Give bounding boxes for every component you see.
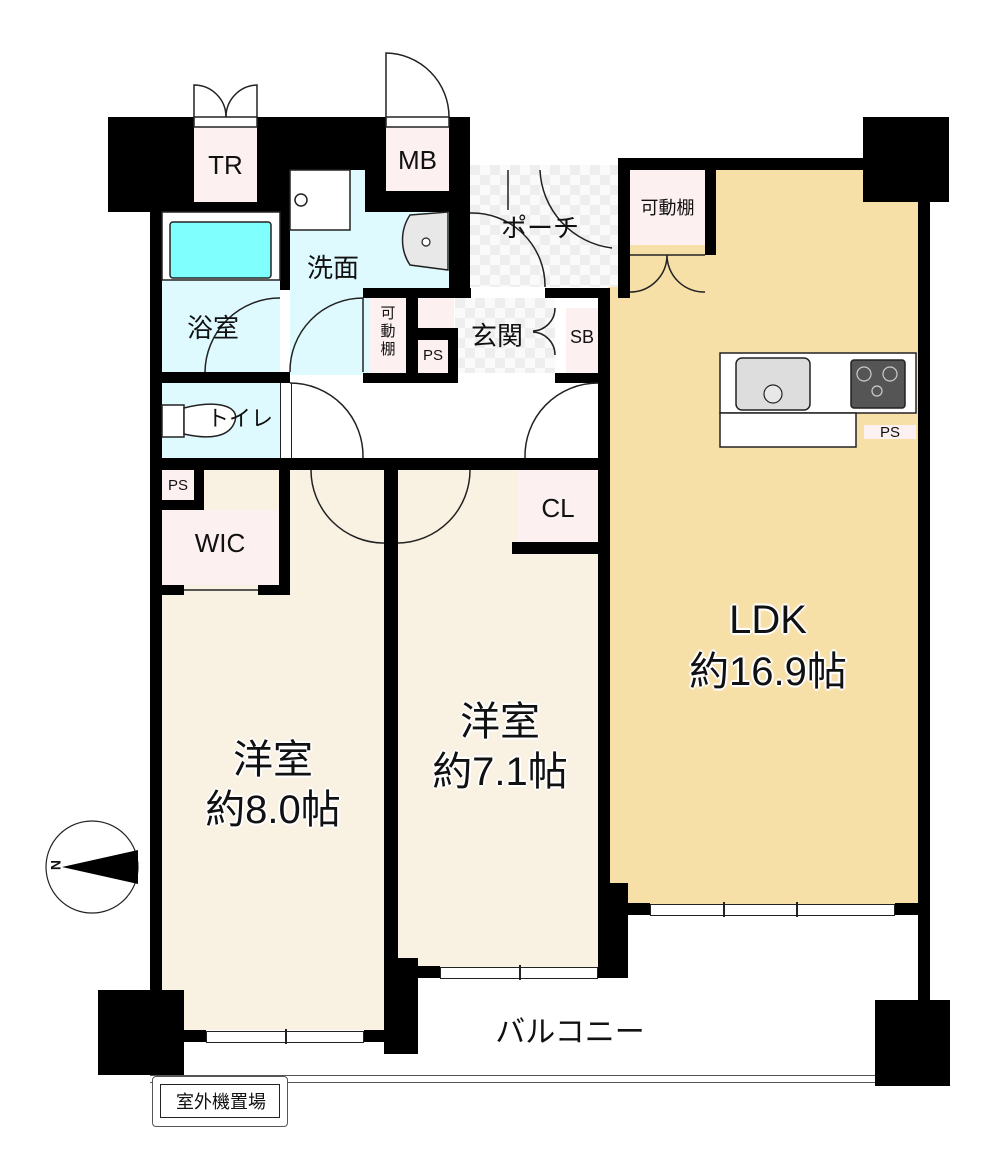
wall-porch-bottom-right [545,288,610,298]
column-bottom-mid [384,958,418,1054]
label-ldk-size: 約16.9帖 [689,650,847,694]
storage-cl [518,470,598,542]
wall-shelf-top-right [705,170,716,255]
storage-ps-entrance [418,340,448,373]
label-washroom: 洗面 [306,253,359,283]
label-toilet: トイレ [206,406,273,431]
wall-shelf-right [406,298,418,383]
outdoor-unit-label: 室外機置場 [176,1092,266,1112]
storage-ps-entrance-upper [418,298,454,328]
label-ps-wic: PS [167,477,188,494]
label-western1-name: 洋室 [233,738,313,782]
label-balcony: バルコニー [495,1016,645,1049]
wall-row-under-entrance [363,373,458,383]
wall-cl-bottom [512,542,600,554]
wall-ps-right [448,328,458,383]
label-entrance: 玄関 [470,321,523,351]
balcony-railing [150,1075,880,1083]
label-western1-size: 約8.0帖 [205,788,341,832]
wall-porch-right [598,290,610,383]
storage-sb [566,308,598,373]
label-sb: SB [569,327,594,347]
column-ldk-bottom-left [598,883,628,978]
label-tr: TR [208,150,243,180]
storage-mb [386,127,449,191]
label-ps-kitchen: PS [879,424,900,441]
wall-top-left [108,117,194,212]
label-ps-entrance: PS [422,347,443,364]
wall-hall-right [598,383,610,883]
label-western2-size: 約7.1帖 [432,750,568,794]
room-entrance [455,298,555,373]
label-shelf-vertical-1: 可 [380,305,396,322]
storage-ps-kitchen [864,425,916,439]
outdoor-unit-box: 室外機置場 [152,1076,288,1127]
room-ldk [608,168,920,906]
label-cl: CL [541,493,575,523]
wall-ps-wic [194,470,204,510]
wall-ldk-bottom-left [628,903,650,915]
room-porch [470,165,620,287]
wall-left-outer [150,212,162,1002]
storage-shelf-vertical [370,298,406,373]
label-shelf-vertical-3: 棚 [380,341,396,358]
wall-toilet-right [280,383,292,458]
wall-mb-bottom [365,191,450,212]
wall-ldk-bottom-right [895,903,920,915]
wall-bath-bottom [150,372,290,383]
wall-rooms-divider [384,458,398,1053]
window-ldk [650,902,895,917]
label-western2-name: 洋室 [460,700,540,744]
wall-bath-wash [280,170,290,290]
wall-ps-wic-bottom [162,500,204,510]
wall-right-outer [918,200,930,1000]
wall-wic-bottom-right [258,585,290,595]
wall-ldk-top [618,158,868,170]
label-shelf-top: 可動棚 [640,198,695,218]
wall-wic-right [279,470,290,595]
wall-ldk-top-left [618,158,630,298]
storage-wic [162,510,279,585]
window-room1 [206,1029,364,1044]
column-bottom-right [875,1000,950,1086]
wall-mb-left [365,117,386,212]
label-bathroom: 浴室 [186,313,239,343]
wall-hall-bottom [150,458,610,470]
label-mb: MB [398,145,437,175]
column-bottom-left [98,990,184,1075]
label-ldk-name: LDK [729,598,807,642]
wall-wash-bottom [363,288,471,298]
storage-tr [194,127,257,202]
storage-shelf-top [630,170,705,245]
wall-below-tr [194,202,290,212]
label-porch: ポーチ [500,213,579,243]
wall-room1-bottom-left [184,1030,206,1042]
wall-sb-bottom [555,373,610,383]
column-top-right [863,117,949,202]
window-room2 [440,965,598,980]
compass-n-label: N [48,859,64,871]
wall-wic-bottom-left [162,585,184,595]
label-wic: WIC [194,528,246,558]
room-hallway [290,383,600,458]
wall-top-right-mb [449,117,470,297]
wall-room2-bottom-left [418,966,440,978]
outdoor-unit-inner: 室外機置場 [160,1084,280,1118]
label-shelf-vertical-2: 動 [380,323,396,340]
storage-ps-wic [162,470,194,500]
